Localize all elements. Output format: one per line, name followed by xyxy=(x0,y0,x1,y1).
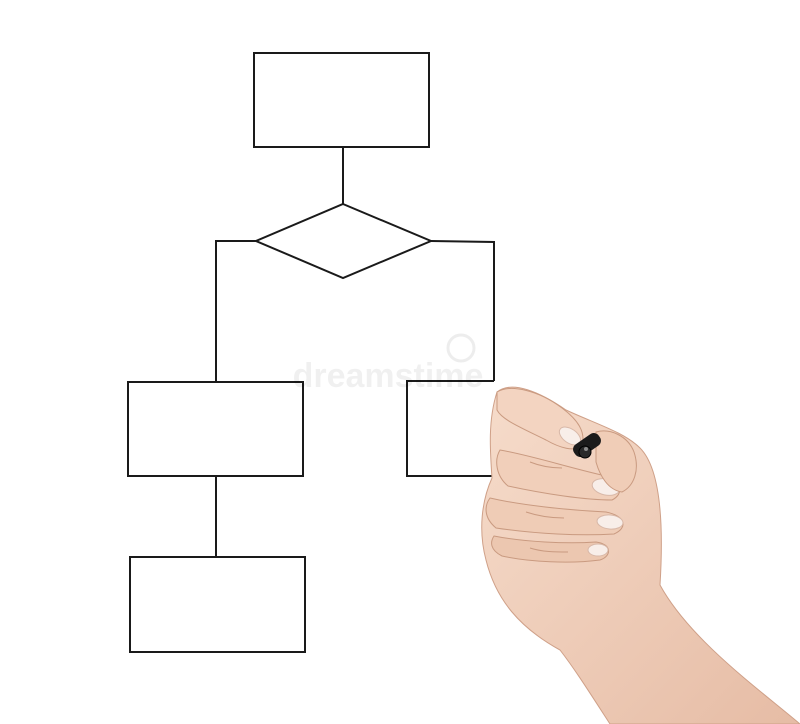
knuckle-crease xyxy=(529,461,563,469)
ring-finger xyxy=(485,497,624,536)
ring-fingernail xyxy=(596,514,624,530)
middle-finger xyxy=(496,449,621,501)
thumb xyxy=(595,430,637,493)
top-process-box xyxy=(253,52,430,148)
marker-pen xyxy=(573,433,601,459)
little-finger xyxy=(491,535,609,563)
connector-decision-left xyxy=(215,240,256,382)
knuckle-crease xyxy=(525,511,565,519)
watermark-logo-icon xyxy=(446,333,476,363)
knuckle-crease xyxy=(529,547,569,553)
hand-with-marker xyxy=(481,386,800,724)
watermark-text: dreamstime xyxy=(293,357,484,395)
decision-diamond xyxy=(253,202,434,280)
connector-decision-right xyxy=(430,240,495,381)
little-fingernail xyxy=(587,543,609,557)
marker-highlight xyxy=(584,447,588,451)
bottom-process-box xyxy=(129,556,306,653)
